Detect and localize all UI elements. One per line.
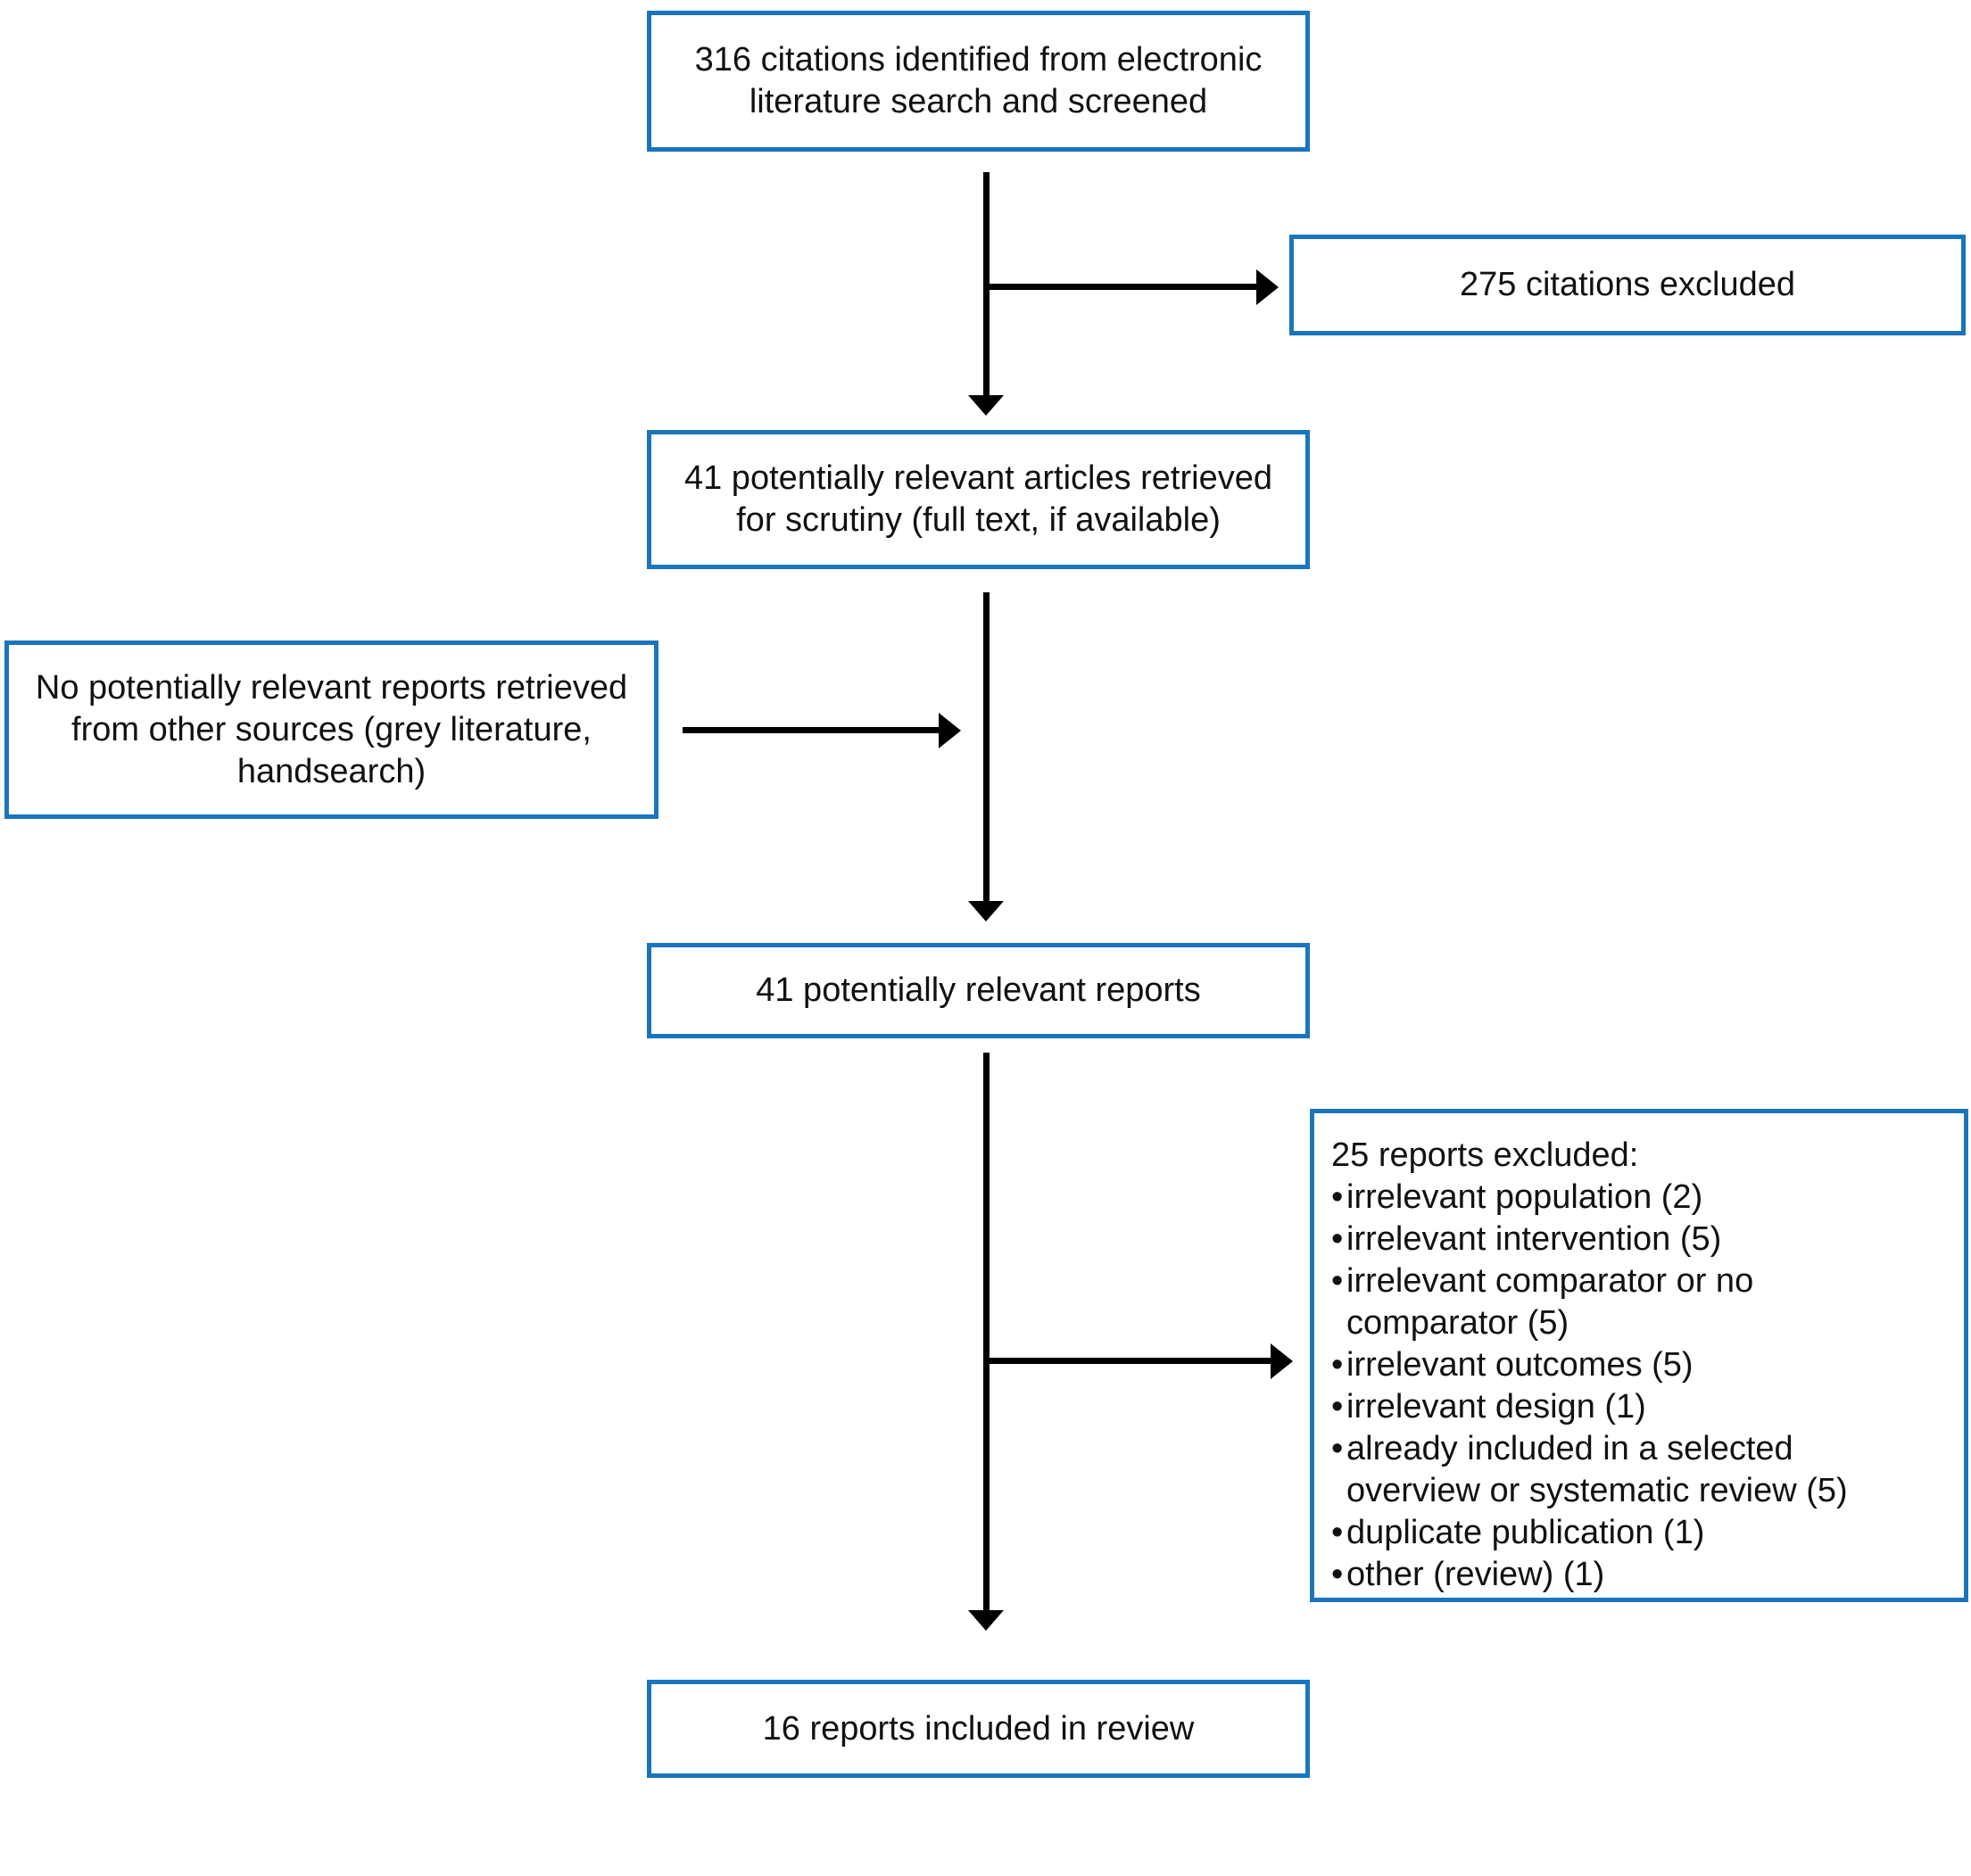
box-text-line: No potentially relevant reports retrieve… [35,668,628,707]
excluded-list-title: 25 reports excluded: [1331,1136,1639,1174]
arrowhead-right-other-sources-icon [939,713,961,748]
bullet-icon: • [1331,1556,1344,1593]
bullet-icon: • [1331,1262,1344,1300]
box-citations-identified: 316 citations identified from electronic… [647,11,1310,152]
excluded-list-item: •irrelevant design (1) [1331,1386,1948,1428]
box-text-line: from other sources (grey literature, [71,710,592,748]
excluded-list-item-continuation: overview or systematic review (5) [1331,1470,1948,1512]
box-text-line: 41 potentially relevant reports [756,971,1201,1009]
bullet-icon: • [1331,1430,1344,1467]
arrowhead-down-3-icon [968,1610,1004,1631]
box-text-line: literature search and screened [749,83,1208,120]
box-text-line: 316 citations identified from electronic [694,41,1263,79]
excluded-list-item: •irrelevant intervention (5) [1331,1219,1948,1260]
box-articles-retrieved: 41 potentially relevant articles retriev… [647,430,1310,569]
bullet-icon: • [1331,1388,1344,1426]
arrowhead-right-excluded-reports-icon [1271,1343,1293,1379]
excluded-item-text: irrelevant intervention (5) [1346,1220,1722,1258]
box-reports-included: 16 reports included in review [647,1680,1310,1778]
connector-branch-excluded-reports [986,1358,1271,1364]
box-other-sources: No potentially relevant reports retrieve… [4,640,658,819]
box-text-line: 275 citations excluded [1459,266,1796,303]
box-reports-excluded: 25 reports excluded: •irrelevant populat… [1310,1109,1968,1602]
excluded-item-text: already included in a selected [1346,1430,1793,1467]
box-text-line: for scrutiny (full text, if available) [736,501,1221,539]
excluded-item-text: irrelevant design (1) [1346,1388,1646,1426]
excluded-item-text: overview or systematic review (5) [1346,1472,1848,1509]
excluded-list-item: •irrelevant outcomes (5) [1331,1344,1948,1386]
connector-down-2 [983,592,990,901]
box-text-line: 41 potentially relevant articles retriev… [683,459,1272,497]
arrowhead-down-2-icon [968,901,1004,921]
excluded-list-item: •irrelevant population (2) [1331,1177,1948,1219]
excluded-item-text: other (review) (1) [1346,1556,1605,1593]
arrowhead-down-1-icon [968,395,1004,416]
excluded-list-item: •irrelevant comparator or no [1331,1260,1948,1302]
excluded-list-item: •duplicate publication (1) [1331,1512,1948,1554]
connector-other-sources [683,727,939,733]
bullet-icon: • [1331,1220,1344,1258]
bullet-icon: • [1331,1346,1344,1384]
excluded-item-text: irrelevant outcomes (5) [1346,1346,1694,1384]
bullet-icon: • [1331,1178,1344,1216]
bullet-icon: • [1331,1514,1344,1551]
box-text-line: 16 reports included in review [762,1709,1195,1748]
excluded-item-text: duplicate publication (1) [1346,1514,1705,1551]
box-citations-excluded: 275 citations excluded [1289,235,1966,335]
excluded-list-item: •already included in a selected [1331,1428,1948,1470]
box-text-line: handsearch) [236,752,426,790]
excluded-list-item-continuation: comparator (5) [1331,1302,1948,1344]
connector-branch-excluded-citations [986,284,1256,290]
connector-down-3 [983,1053,990,1610]
excluded-item-text: comparator (5) [1346,1304,1569,1342]
arrowhead-right-excluded-citations-icon [1256,269,1279,305]
excluded-item-text: irrelevant population (2) [1346,1178,1703,1216]
excluded-item-text: irrelevant comparator or no [1346,1262,1754,1300]
excluded-list-item: •other (review) (1) [1331,1554,1948,1596]
box-relevant-reports: 41 potentially relevant reports [647,943,1310,1038]
